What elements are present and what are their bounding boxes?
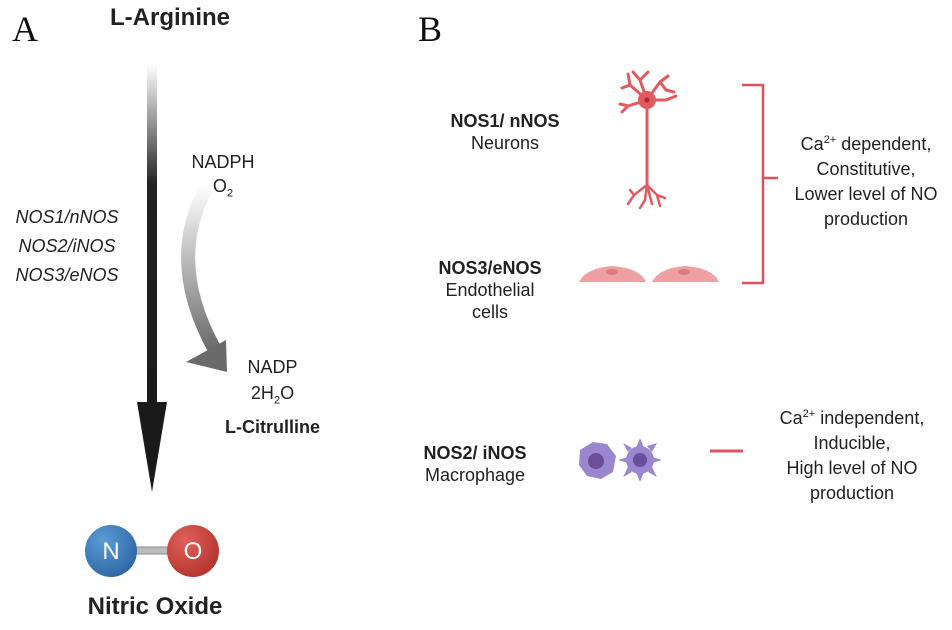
side-reaction-arrow: [181, 181, 227, 372]
main-reaction-arrow: [137, 65, 167, 492]
constitutive-bracket: [742, 83, 778, 285]
constitutive-note-line3: Lower level of NO: [794, 184, 938, 204]
isoform-nos2: NOS2/ iNOS Macrophage: [405, 442, 545, 486]
isoform-nos2-cell: Macrophage: [424, 465, 526, 485]
constitutive-note-line2: Constitutive,: [816, 159, 916, 179]
inducible-note-line2: Inducible,: [813, 433, 891, 453]
isoform-nos1: NOS1/ nNOS Neurons: [430, 110, 580, 154]
product-nadp: NADP: [247, 357, 298, 377]
isoform-nos1-cell: Neurons: [470, 133, 540, 153]
enzyme-nos1: NOS1/nNOS: [15, 207, 119, 227]
isoform-nos3-name: NOS3/eNOS: [438, 258, 542, 278]
cofactor-o2: O2: [212, 176, 234, 200]
atom-n-label: N: [102, 538, 120, 565]
constitutive-note-line4: production: [823, 209, 909, 229]
atom-o-label: O: [183, 538, 203, 565]
cofactors-in: NADPH O2: [188, 150, 258, 206]
panel-b-label: B: [418, 9, 443, 49]
isoform-nos3-cell-line1: Endothelial: [445, 280, 535, 300]
inducible-note-line4: production: [809, 483, 895, 503]
isoform-nos3: NOS3/eNOS Endothelial cells: [420, 257, 560, 323]
product-water: 2H2O: [250, 383, 295, 407]
nitric-oxide-molecule-icon: [85, 525, 219, 577]
cofactor-nadph: NADPH: [191, 152, 255, 172]
inducible-note-line1: Ca2+ independent,: [779, 408, 925, 428]
constitutive-note: Ca2+ dependent, Constitutive, Lower leve…: [780, 128, 952, 232]
panel-a-label: A: [12, 9, 38, 49]
isoform-nos3-cell-line2: cells: [471, 302, 508, 322]
neuron-icon: [618, 70, 678, 210]
enzyme-nos3: NOS3/eNOS: [15, 265, 119, 285]
enzyme-list: NOS1/nNOS NOS2/iNOS NOS3/eNOS: [0, 203, 134, 290]
macrophage-icon: [579, 438, 662, 482]
product-l-citrulline: L-Citrulline: [225, 416, 320, 437]
substrate-l-arginine: L-Arginine: [110, 4, 230, 31]
side-products: NADP 2H2O L-Citrulline: [210, 354, 335, 440]
product-nitric-oxide: Nitric Oxide: [87, 593, 223, 620]
constitutive-note-line1: Ca2+ dependent,: [800, 134, 932, 154]
isoform-nos2-name: NOS2/ iNOS: [423, 443, 527, 463]
enzyme-nos2: NOS2/iNOS: [18, 236, 116, 256]
endothelial-cell-icon: [579, 266, 719, 282]
inducible-note: Ca2+ independent, Inducible, High level …: [752, 402, 952, 506]
inducible-note-line3: High level of NO: [786, 458, 918, 478]
isoform-nos1-name: NOS1/ nNOS: [450, 111, 560, 131]
